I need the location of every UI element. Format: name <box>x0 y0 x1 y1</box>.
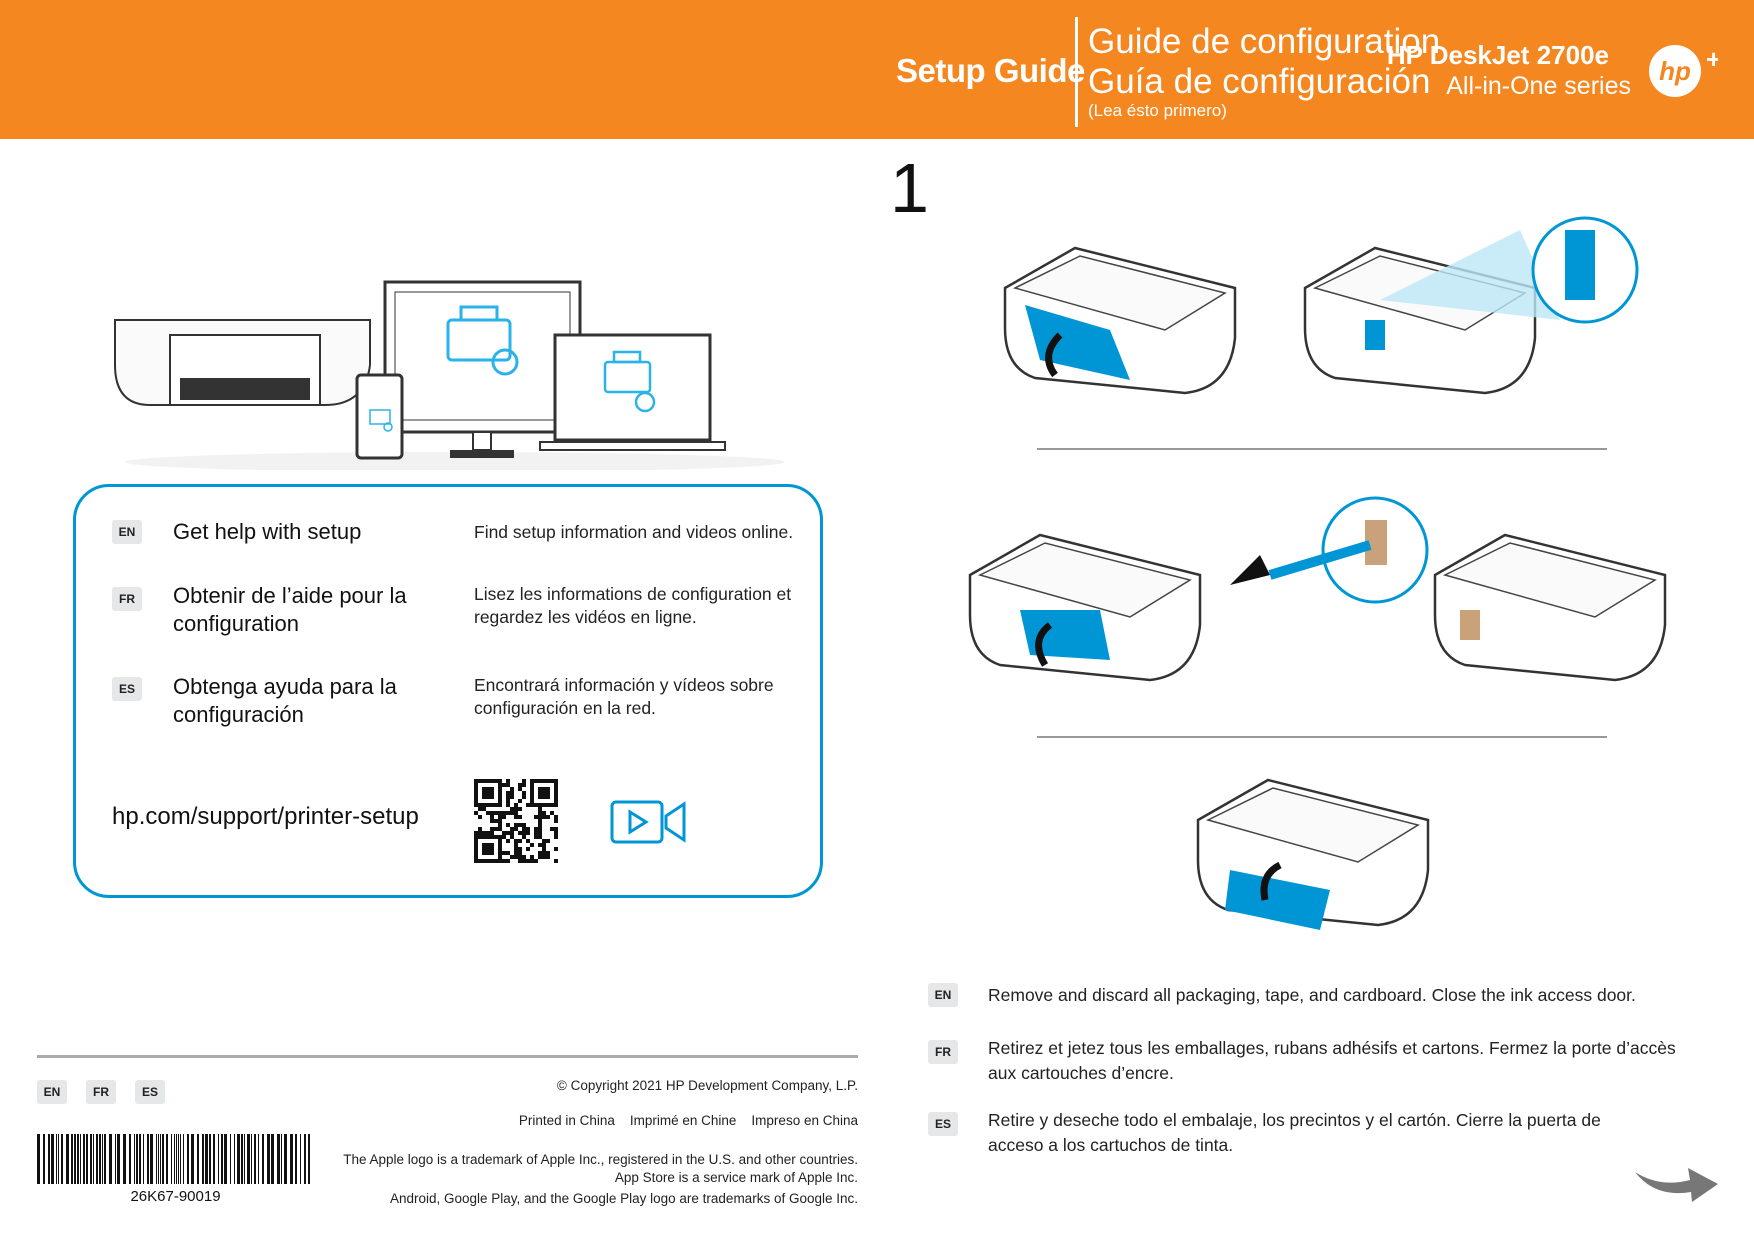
lang-badge-en: EN <box>37 1080 67 1104</box>
support-url-link[interactable]: hp.com/support/printer-setup <box>112 803 419 830</box>
help-desc-en: Find setup information and videos online… <box>474 522 794 542</box>
barcode <box>37 1134 310 1184</box>
lang-badge-en: EN <box>112 520 142 544</box>
model-series: All-in-One series <box>1446 72 1631 100</box>
divider <box>1037 448 1607 450</box>
part-number: 26K67-90019 <box>130 1188 221 1205</box>
video-icon[interactable] <box>610 800 688 844</box>
lang-badge-es: ES <box>112 677 142 701</box>
hp-plus-logo: hp + <box>1649 44 1718 97</box>
svg-text:+: + <box>1706 44 1718 74</box>
lang-badge-fr: FR <box>86 1080 116 1104</box>
printer-steps-illustration <box>968 216 1667 930</box>
devices-illustration <box>114 280 785 470</box>
svg-text:hp: hp <box>1659 56 1691 86</box>
step-number: 1 <box>890 149 929 227</box>
title-fr: Guide de configuration <box>1088 22 1441 61</box>
footer-divider <box>37 1055 858 1058</box>
divider <box>1037 736 1607 738</box>
appstore-trademark: App Store is a service mark of Apple Inc… <box>614 1170 858 1185</box>
header-banner <box>0 0 1754 139</box>
next-page-arrow-icon <box>1635 1168 1718 1202</box>
help-title-en: Get help with setup <box>173 519 362 544</box>
help-desc-es: Encontrará información y vídeos sobre co… <box>474 675 774 718</box>
lang-badge-es: ES <box>135 1080 165 1104</box>
title-note: (Lea ésto primero) <box>1088 101 1227 120</box>
instruction-fr: Retirez et jetez tous les emballages, ru… <box>988 1038 1676 1083</box>
help-title-es: Obtenga ayuda para la configuración <box>173 674 397 727</box>
qr-code[interactable] <box>474 779 560 865</box>
printed-in: Printed in China Imprimé en Chine Impres… <box>518 1113 858 1128</box>
model-name: HP DeskJet 2700e <box>1386 40 1609 70</box>
help-desc-fr: Lisez les informations de configuration … <box>474 584 792 627</box>
copyright: © Copyright 2021 HP Development Company,… <box>556 1078 858 1093</box>
instruction-en: Remove and discard all packaging, tape, … <box>988 985 1636 1005</box>
instruction-es: Retire y deseche todo el embalaje, los p… <box>988 1110 1601 1155</box>
header-divider <box>1075 17 1078 127</box>
help-box <box>73 484 823 898</box>
title-en: Setup Guide <box>896 52 1085 89</box>
lang-badge-en: EN <box>928 983 958 1007</box>
help-title-fr: Obtenir de l’aide pour la configuration <box>173 583 407 636</box>
android-trademark: Android, Google Play, and the Google Pla… <box>389 1191 858 1206</box>
lang-badge-es: ES <box>928 1112 958 1136</box>
apple-trademark: The Apple logo is a trademark of Apple I… <box>343 1152 858 1167</box>
lang-badge-fr: FR <box>928 1040 958 1064</box>
lang-badge-fr: FR <box>112 587 142 611</box>
title-es: Guía de configuración <box>1088 62 1431 101</box>
